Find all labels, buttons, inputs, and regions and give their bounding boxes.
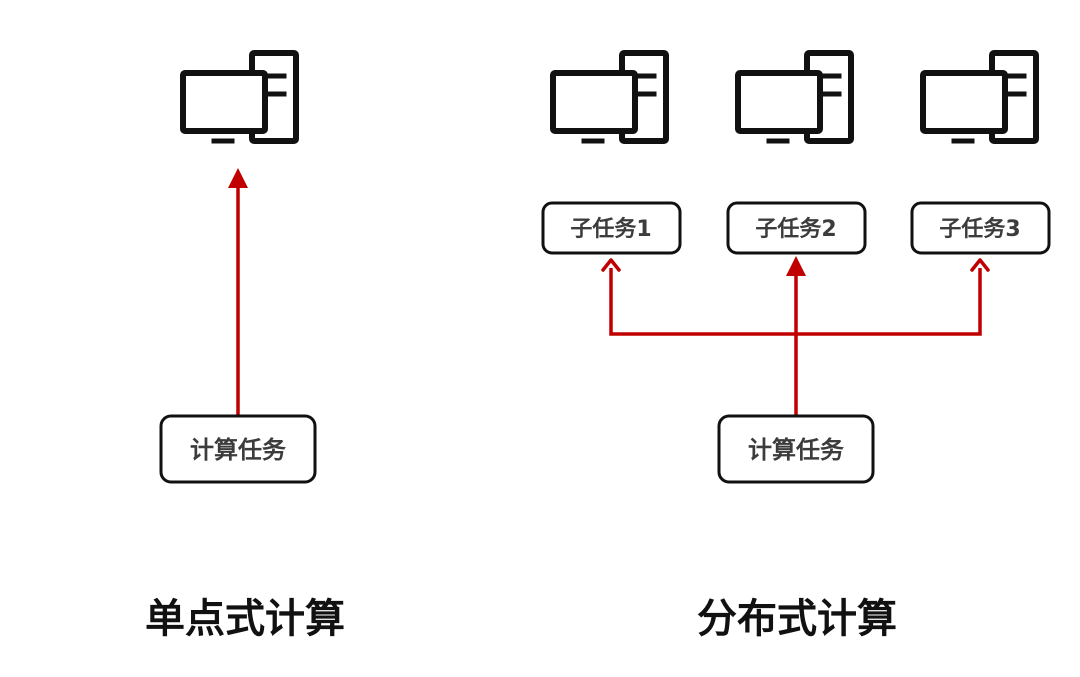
distributed-section: 子任务1 子任务2 子任务3 计算任务 分布式计算 (541, 53, 1051, 642)
distributed-caption: 分布式计算 (697, 596, 897, 642)
arrow-to-subtask-1 (601, 258, 621, 272)
subtask-label-3: 子任务3 (939, 216, 1020, 242)
distributed-task-label: 计算任务 (748, 436, 845, 464)
arrow-to-subtask-2 (786, 256, 806, 276)
single-point-caption: 单点式计算 (145, 596, 345, 642)
single-task-label: 计算任务 (190, 436, 287, 464)
subtask-label-1: 子任务1 (570, 216, 651, 242)
desktop-computer-icon (738, 53, 851, 141)
desktop-computer-icon (553, 53, 666, 141)
subtask-box-2: 子任务2 (726, 201, 867, 255)
desktop-computer-icon (183, 53, 296, 141)
subtask-box-3: 子任务3 (910, 201, 1051, 255)
single-task-box: 计算任务 (159, 414, 317, 484)
arrow-to-subtask-3 (970, 258, 990, 272)
desktop-computer-icon (923, 53, 1036, 141)
single-point-section: 计算任务 单点式计算 (145, 53, 345, 642)
subtask-box-1: 子任务1 (541, 201, 682, 255)
distributed-task-box: 计算任务 (717, 414, 875, 484)
distribution-arrows (601, 256, 990, 415)
single-task-arrow (228, 168, 248, 415)
subtask-label-2: 子任务2 (755, 216, 836, 242)
